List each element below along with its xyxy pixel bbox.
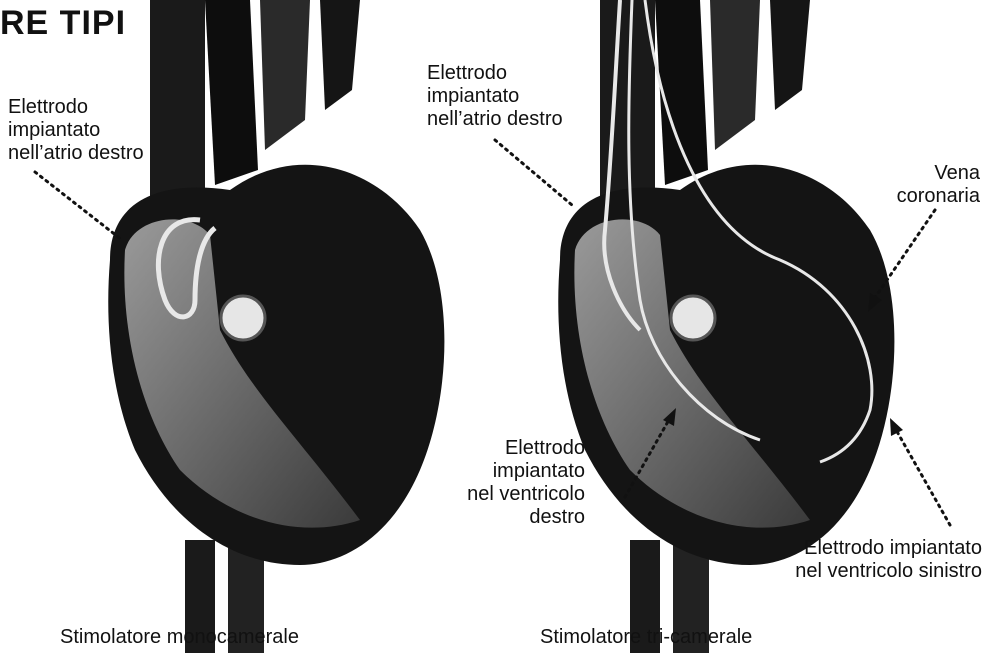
title: RE TIPI bbox=[0, 4, 126, 43]
label-coronary-vein: Vena coronaria bbox=[880, 162, 980, 208]
label-left-atrium-electrode: Elettrodo impiantato nell’atrio destro bbox=[8, 96, 144, 165]
label-right-atrium-electrode: Elettrodo impiantato nell’atrio destro bbox=[427, 62, 563, 131]
label-left-ventricle-electrode: Elettrodo impiantato nel ventricolo sini… bbox=[760, 537, 982, 583]
label-right-ventricle-electrode: Elettrodo impiantato nel ventricolo dest… bbox=[445, 437, 585, 529]
caption-single-chamber: Stimolatore monocamerale bbox=[60, 626, 299, 648]
caption-tri-chamber: Stimolatore tri-camerale bbox=[540, 626, 752, 648]
